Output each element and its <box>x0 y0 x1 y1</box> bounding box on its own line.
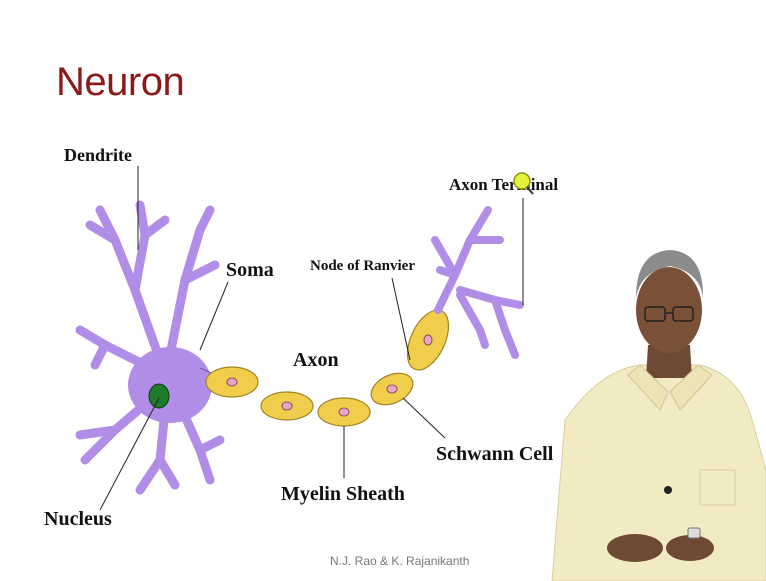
nucleus-shape <box>149 384 169 408</box>
label-axon: Axon <box>293 349 339 371</box>
footer-credit: N.J. Rao & K. Rajanikanth <box>330 554 469 568</box>
label-soma: Soma <box>226 259 274 281</box>
label-nucleus: Nucleus <box>44 508 112 530</box>
label-dendrite: Dendrite <box>64 145 132 165</box>
label-node-of-ranvier: Node of Ranvier <box>310 258 415 274</box>
presenter-figure <box>552 250 766 581</box>
label-myelin-sheath: Myelin Sheath <box>281 483 405 505</box>
neuron-body <box>80 205 220 490</box>
label-axon-terminal: Axon Terminal <box>449 175 558 194</box>
label-schwann-cell: Schwann Cell <box>436 443 554 465</box>
